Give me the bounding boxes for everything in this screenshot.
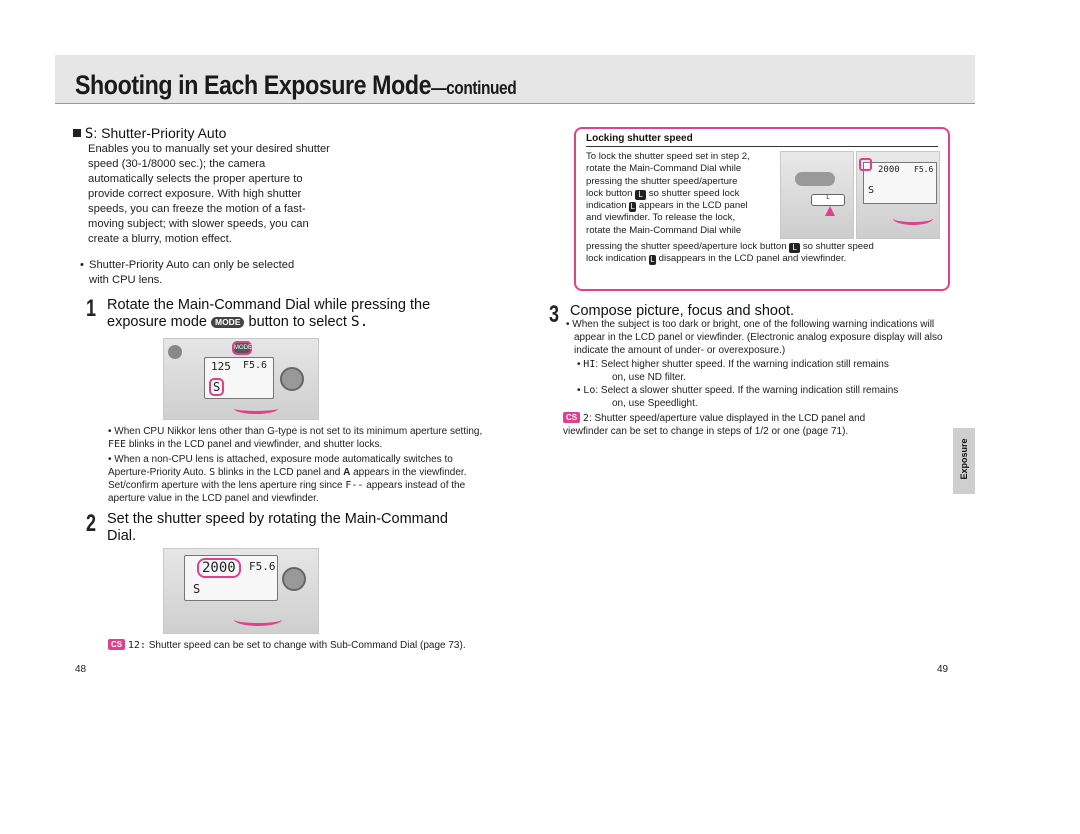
locking-box: Locking shutter speed To lock the shutte… xyxy=(574,127,950,291)
step-1-number: 1 xyxy=(86,295,97,322)
warning-lo: • Lo: Select a slower shutter speed. If … xyxy=(577,385,899,396)
cs-note: CS 12: Shutter speed can be set to chang… xyxy=(108,639,468,652)
step-2-line2: Dial. xyxy=(107,528,137,544)
lcd-aperture: F5.6 xyxy=(914,165,934,174)
lcd-mode: S xyxy=(193,582,201,596)
step1-camera-illustration: MODE 125 F5.6 S xyxy=(163,338,319,420)
lock-indicator-icon: L xyxy=(629,202,637,213)
box-title: Locking shutter speed xyxy=(586,133,693,144)
step-1-heading: Rotate the Main-Command Dial while press… xyxy=(107,297,487,331)
warning-hi: • HI: Select higher shutter speed. If th… xyxy=(577,359,889,370)
arrow-up-icon xyxy=(825,206,835,216)
lock-button-highlight: L xyxy=(811,194,845,206)
cs-glyph: 12: xyxy=(127,640,146,651)
side-tab-label: Exposure xyxy=(959,438,969,480)
cs-badge: CS xyxy=(108,639,126,650)
command-dial-icon xyxy=(282,567,306,591)
command-dial-icon xyxy=(280,367,304,391)
lock-button-illustration: L xyxy=(780,151,854,239)
rotate-arrow-icon xyxy=(234,613,282,626)
dial-icon xyxy=(168,345,182,359)
page-number-left: 48 xyxy=(75,664,87,675)
box-text-bottom: pressing the shutter speed/aperture lock… xyxy=(586,241,874,266)
lock-lcd-illustration: 2000 F5.6 S xyxy=(856,151,940,239)
step-3-body: • When the subject is too dark or bright… xyxy=(563,318,951,438)
note-item: • When a non-CPU lens is attached, expos… xyxy=(108,454,467,504)
side-tab: Exposure xyxy=(953,428,975,494)
lcd-panel: 125 F5.6 S xyxy=(204,357,274,399)
dial-icon xyxy=(795,172,835,186)
lock-indicator-highlight xyxy=(859,158,872,171)
title-suffix: —continued xyxy=(431,78,517,98)
a-indicator: A xyxy=(343,467,351,478)
intro-text: Enables you to manually set your desired… xyxy=(88,143,330,245)
lcd-mode: S xyxy=(868,185,875,196)
note-list: • When CPU Nikkor lens other than G-type… xyxy=(108,425,488,505)
cs-note-right: CS 2: Shutter speed/aperture value displ… xyxy=(563,412,951,425)
lcd-aperture: F5.6 xyxy=(243,360,268,371)
lcd-shutter-speed-highlight: 2000 xyxy=(197,558,241,578)
lock-indicator-icon: L xyxy=(648,255,656,266)
lcd-aperture: F5.6 xyxy=(249,560,276,573)
step-1-line2a: exposure mode xyxy=(107,314,207,330)
step-2-line1: Set the shutter speed by rotating the Ma… xyxy=(107,511,448,527)
fee-glyph: FEE xyxy=(108,439,127,450)
step-1-glyph: S. xyxy=(350,314,369,330)
cpu-bullet: •Shutter-Priority Auto can only be selec… xyxy=(80,259,295,286)
step2-camera-illustration: 2000 F5.6 S xyxy=(163,548,319,634)
lcd-panel: 2000 F5.6 S xyxy=(184,555,278,601)
step-3-heading: Compose picture, focus and shoot. xyxy=(570,303,795,319)
page-title: Shooting in Each Exposure Mode—continued xyxy=(75,70,517,100)
step-2-number: 2 xyxy=(86,510,97,537)
section-title: : Shutter-Priority Auto xyxy=(93,125,227,141)
mode-button-highlight: MODE xyxy=(232,341,252,355)
step-1-line2b: button to select xyxy=(248,314,347,330)
rotate-arrow-icon xyxy=(893,212,933,225)
note-item: • When CPU Nikkor lens other than G-type… xyxy=(108,426,483,450)
lcd-shutter-speed: 2000 xyxy=(878,165,900,175)
cs-badge: CS xyxy=(563,412,581,423)
box-text: To lock the shutter speed set in step 2,… xyxy=(586,151,750,236)
step-3-number: 3 xyxy=(549,301,560,328)
lcd-shutter-speed: 125 xyxy=(211,360,231,373)
s-glyph: S xyxy=(209,467,216,478)
header-band xyxy=(55,55,975,104)
lcd-panel: 2000 F5.6 S xyxy=(863,162,937,204)
cs-text: Shutter speed can be set to change with … xyxy=(148,640,466,651)
lock-button-icon: L xyxy=(789,243,801,253)
lcd-mode-highlight: S xyxy=(209,378,225,396)
section-heading: S: Shutter-Priority Auto xyxy=(73,125,226,142)
rotate-arrow-icon xyxy=(234,403,278,414)
mode-button-icon: MODE xyxy=(210,317,245,328)
f-dash-glyph: F-- xyxy=(345,480,364,491)
page-number-right: 49 xyxy=(937,664,949,675)
mode-glyph: S xyxy=(84,126,94,142)
step-2-heading: Set the shutter speed by rotating the Ma… xyxy=(107,511,497,545)
lock-button-icon: L xyxy=(635,189,647,200)
square-bullet-icon xyxy=(73,129,81,137)
step-1-line1: Rotate the Main-Command Dial while press… xyxy=(107,297,431,313)
